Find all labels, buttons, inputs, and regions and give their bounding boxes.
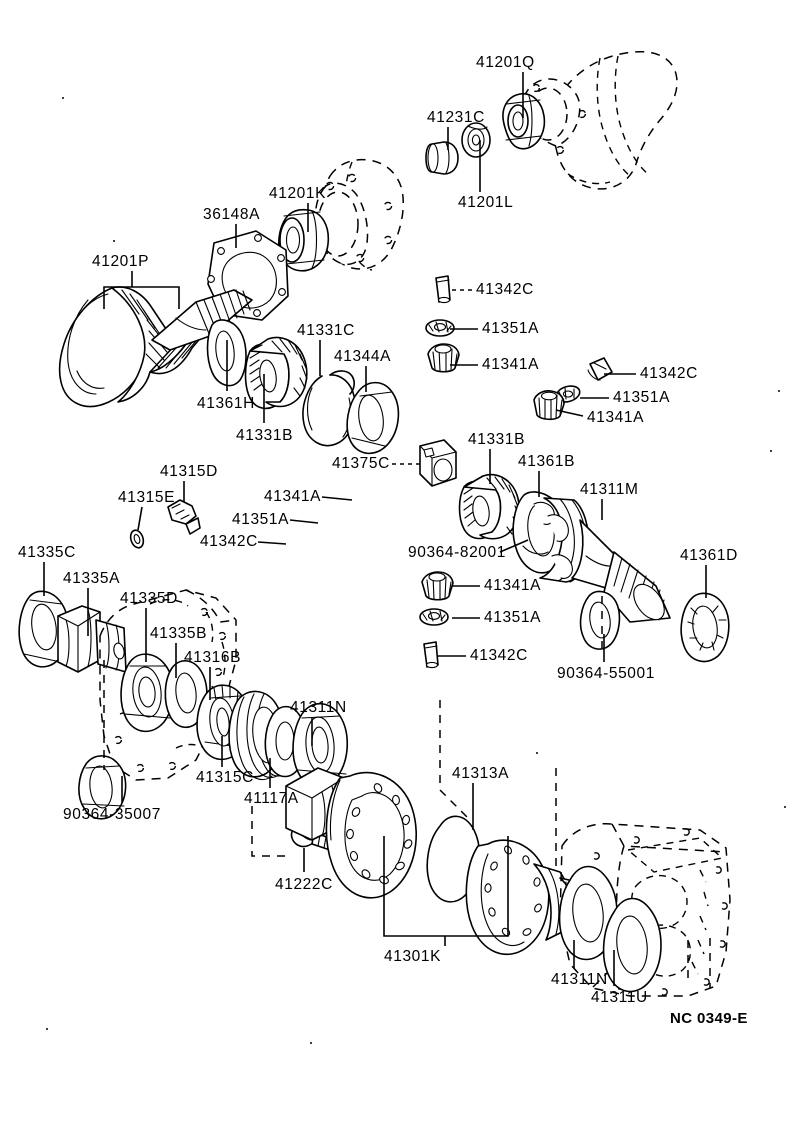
part-number-41311M: 41311M <box>580 481 639 498</box>
part-41315E-ring <box>129 529 145 549</box>
part-number-9036435007: 90364-35007 <box>63 806 161 823</box>
part-number-41315E: 41315E <box>118 489 176 506</box>
part-41344A-bearing-race <box>346 381 400 455</box>
part-number-41201Q: 41201Q <box>476 54 535 71</box>
leader-9036482001 <box>499 539 529 553</box>
part-41331B-side-gear <box>244 336 308 410</box>
scan-speck <box>310 1042 312 1044</box>
part-90364-35007-bearing <box>78 755 127 820</box>
part-number-41351A: 41351A <box>482 320 540 337</box>
part-41341A-pinion-right <box>533 390 565 421</box>
part-number-41316B: 41316B <box>184 649 242 666</box>
part-number-36148A: 36148A <box>203 206 261 223</box>
part-number-41315D: 41315D <box>160 463 218 480</box>
part-number-41341A: 41341A <box>482 356 540 373</box>
part-41351A-washer-upper <box>425 319 455 337</box>
diagram-code: NC 0349-E <box>670 1010 748 1027</box>
leader-41341A <box>555 409 584 417</box>
part-41311M-drive-shaft <box>512 491 671 623</box>
part-number-41331B: 41331B <box>468 431 526 448</box>
part-number-41361B: 41361B <box>518 453 576 470</box>
part-41315D-bolt <box>167 499 201 535</box>
part-41342C-pin-lower <box>423 641 439 669</box>
part-41341A-pinion-upper <box>427 343 460 373</box>
part-number-41342C: 41342C <box>200 533 258 550</box>
part-number-41341A: 41341A <box>587 409 645 426</box>
part-number-41301K: 41301K <box>384 948 442 965</box>
part-number-41375C: 41375C <box>332 455 390 472</box>
part-number-41361H: 41361H <box>197 395 255 412</box>
part-number-41351A: 41351A <box>484 609 542 626</box>
scan-speck <box>784 806 786 808</box>
part-41201Q-extension-housing <box>522 50 678 190</box>
part-number-9036482001: 90364-82001 <box>408 544 506 561</box>
part-41201-differential-housing <box>314 158 404 271</box>
part-number-41335D: 41335D <box>120 590 178 607</box>
part-41201L-bearing <box>461 122 491 158</box>
part-number-41351A: 41351A <box>613 389 671 406</box>
part-number-41342C: 41342C <box>476 281 534 298</box>
part-number-9036455001: 90364-55001 <box>557 665 655 682</box>
bracket-41301K <box>383 836 509 937</box>
part-number-41342C: 41342C <box>640 365 698 382</box>
part-41335D-bearing <box>120 653 175 733</box>
part-number-41341A: 41341A <box>264 488 322 505</box>
part-number-41311N: 41311N <box>551 971 608 988</box>
part-number-41313A: 41313A <box>452 765 510 782</box>
axis-41222C <box>251 806 286 857</box>
part-41335C-snap-ring <box>18 590 70 668</box>
scan-speck <box>770 450 772 452</box>
part-41231C-nut <box>425 141 459 175</box>
scan-speck <box>46 1028 48 1030</box>
part-number-41344A: 41344A <box>334 348 392 365</box>
part-41201K-oil-seal <box>278 208 330 272</box>
part-41342C-pin-right <box>587 357 613 381</box>
part-number-41315C: 41315C <box>196 769 254 786</box>
part-41331B-side-gear-2 <box>458 473 520 540</box>
part-number-41335B: 41335B <box>150 625 208 642</box>
part-number-41335C: 41335C <box>18 544 76 561</box>
part-number-41331C: 41331C <box>297 322 355 339</box>
leader-41342C <box>257 541 287 545</box>
part-number-41201K: 41201K <box>269 185 327 202</box>
part-number-41311U: 41311U <box>591 989 648 1006</box>
part-41201P-ring-gear-and-pinion <box>58 286 253 408</box>
part-41311U-transfer-case <box>558 822 731 997</box>
part-number-41117A: 41117A <box>244 790 299 807</box>
part-90364-55001-bearing <box>579 590 621 650</box>
part-41335A-shaft <box>57 605 127 673</box>
part-number-41335A: 41335A <box>63 570 121 587</box>
part-number-41361D: 41361D <box>680 547 738 564</box>
leader-41341A <box>321 496 353 501</box>
part-number-41222C: 41222C <box>275 876 333 893</box>
part-41361D-thrust-washer <box>680 592 730 663</box>
axis-41313A <box>439 700 469 819</box>
leader-41351A <box>289 519 319 524</box>
leader-41315E <box>137 506 143 531</box>
part-number-41201P: 41201P <box>92 253 150 270</box>
part-41341A-pinion-lower <box>421 571 454 601</box>
bracket-41201P <box>103 286 180 309</box>
leader-lines <box>43 72 711 988</box>
part-41311N-bearing-center <box>292 702 349 788</box>
part-number-41341A: 41341A <box>484 577 542 594</box>
part-number-41201L: 41201L <box>458 194 514 211</box>
scan-speck <box>62 97 64 99</box>
scan-speck <box>113 240 115 242</box>
part-41342C-pin-upper <box>435 275 451 304</box>
scan-speck <box>778 390 780 392</box>
part-number-41342C: 41342C <box>470 647 528 664</box>
part-41375C-lock-block <box>419 439 457 487</box>
part-number-41231C: 41231C <box>427 109 485 126</box>
part-41201Q-bearing <box>502 92 546 150</box>
part-41351A-washer-lower <box>419 608 449 626</box>
scan-speck <box>536 752 538 754</box>
part-number-41351A: 41351A <box>232 511 290 528</box>
part-number-41331B: 41331B <box>236 427 294 444</box>
part-number-41311N: 41311N <box>290 699 347 716</box>
